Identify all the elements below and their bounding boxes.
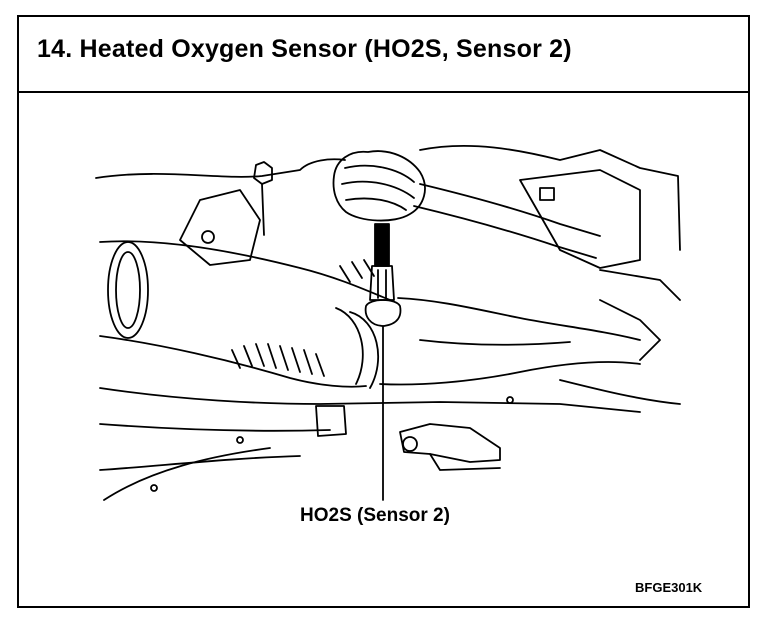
- sensor-body: [369, 265, 395, 301]
- sensor-wire-harness: [374, 223, 390, 267]
- cv-boot: [332, 150, 426, 222]
- page-title: 14. Heated Oxygen Sensor (HO2S, Sensor 2…: [37, 35, 572, 63]
- converter-shell-seam: [335, 307, 364, 385]
- subframe-bracket: [315, 405, 347, 437]
- right-bracket-outline: [519, 169, 641, 269]
- right-mount-lower: [429, 453, 501, 471]
- figure-code: BFGE301K: [635, 580, 703, 595]
- rear-pipe-center: [419, 339, 571, 346]
- exhaust-pipe-bottom: [99, 335, 367, 388]
- heat-shield-fins-upper: [339, 259, 375, 283]
- subframe-bolt-3: [506, 396, 514, 404]
- pipe-flange-inner: [115, 251, 141, 329]
- right-bracket-bolt: [539, 187, 555, 201]
- upper-right-frame: [419, 145, 681, 251]
- converter-shell-right: [349, 311, 380, 389]
- right-mount-bracket: [399, 423, 501, 463]
- pipe-flange: [107, 241, 149, 339]
- right-structure-3: [599, 299, 661, 361]
- subframe-curve: [103, 447, 271, 501]
- subframe-bolt-1: [236, 436, 244, 444]
- header-bar: 14. Heated Oxygen Sensor (HO2S, Sensor 2…: [19, 17, 748, 93]
- sensor-callout-label: HO2S (Sensor 2): [300, 505, 450, 526]
- left-mount-plate: [179, 189, 261, 266]
- left-mount-hole: [201, 230, 215, 244]
- sensor-body-line: [377, 269, 387, 299]
- rear-pipe-top: [397, 297, 641, 341]
- sensor-nut: [364, 299, 402, 327]
- crossmember-top: [99, 387, 641, 413]
- rear-pipe-bottom: [379, 361, 641, 386]
- drive-shaft: [419, 183, 601, 237]
- cv-boot-rib-2: [341, 180, 415, 199]
- crossmember-lower: [99, 455, 301, 471]
- upper-body-contour: [95, 158, 346, 179]
- drive-shaft-lower: [413, 205, 597, 259]
- heat-shield-fins: [231, 343, 325, 377]
- cv-boot-rib-1: [344, 164, 415, 183]
- right-structure-1: [599, 269, 681, 301]
- left-bolt: [253, 161, 273, 185]
- exhaust-pipe-top: [99, 240, 391, 301]
- crossmember-mid: [99, 423, 331, 432]
- cv-boot-rib-3: [345, 197, 407, 211]
- right-structure-2: [559, 379, 681, 405]
- left-bolt-shaft: [261, 183, 265, 236]
- right-mount-hole: [402, 436, 418, 452]
- subframe-bolt-2: [150, 484, 158, 492]
- figure-frame: 14. Heated Oxygen Sensor (HO2S, Sensor 2…: [17, 15, 750, 608]
